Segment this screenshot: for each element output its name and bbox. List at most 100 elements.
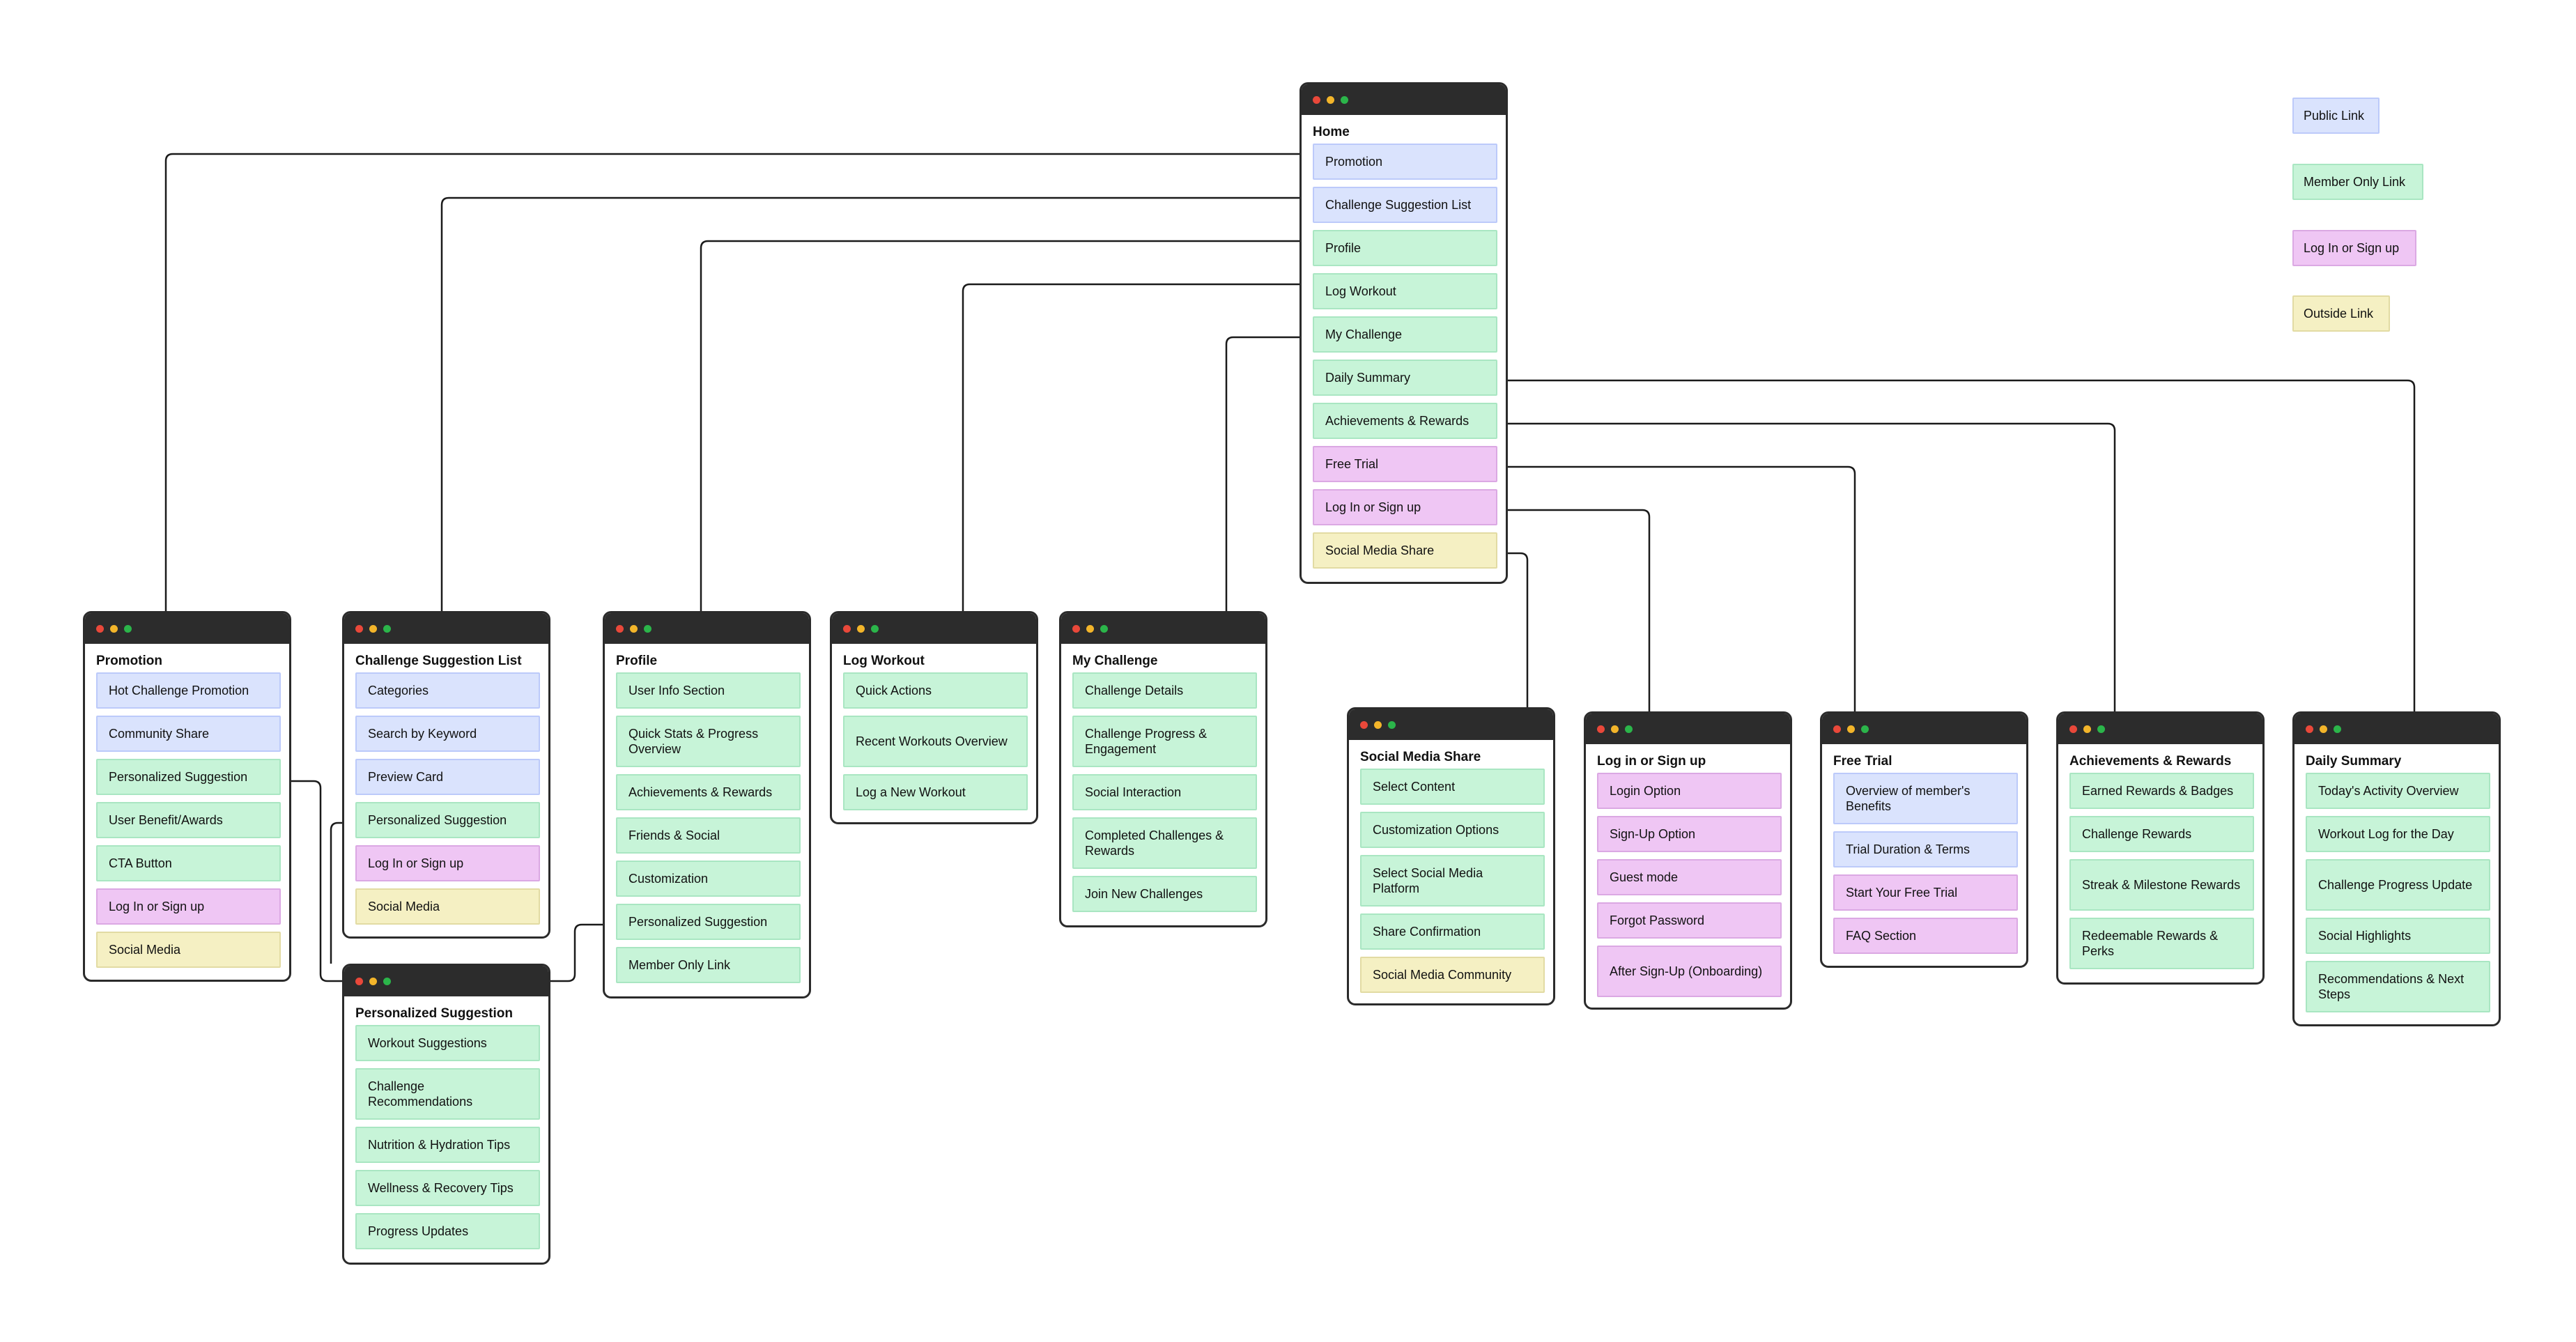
item-user-benefit-awards[interactable]: User Benefit/Awards [96, 802, 281, 838]
item-search-by-keyword[interactable]: Search by Keyword [355, 716, 540, 752]
item-faq-section[interactable]: FAQ Section [1833, 918, 2018, 954]
close-dot-icon [2306, 725, 2313, 733]
item-progress-updates[interactable]: Progress Updates [355, 1213, 540, 1249]
item-challenge-recommendations[interactable]: Challenge Recommendations [355, 1068, 540, 1120]
item-personalized-suggestion[interactable]: Personalized Suggestion [616, 904, 801, 940]
item-social-media-community[interactable]: Social Media Community [1360, 957, 1545, 993]
item-nutrition-and-hydration-tips[interactable]: Nutrition & Hydration Tips [355, 1127, 540, 1163]
item-today-s-activity-overview[interactable]: Today's Activity Overview [2306, 773, 2490, 809]
window-title: Free Trial [1833, 754, 1892, 769]
maximize-dot-icon [1861, 725, 1869, 733]
item-profile[interactable]: Profile [1313, 230, 1497, 266]
close-dot-icon [1313, 96, 1320, 104]
item-challenge-progress-and-engagement[interactable]: Challenge Progress & Engagement [1072, 716, 1257, 767]
item-guest-mode[interactable]: Guest mode [1597, 859, 1782, 895]
item-challenge-details[interactable]: Challenge Details [1072, 672, 1257, 709]
item-social-media[interactable]: Social Media [355, 888, 540, 925]
item-quick-actions[interactable]: Quick Actions [843, 672, 1028, 709]
item-earned-rewards-and-badges[interactable]: Earned Rewards & Badges [2069, 773, 2254, 809]
item-customization[interactable]: Customization [616, 861, 801, 897]
item-personalized-suggestion[interactable]: Personalized Suggestion [355, 802, 540, 838]
item-forgot-password[interactable]: Forgot Password [1597, 902, 1782, 939]
item-redeemable-rewards-and-perks[interactable]: Redeemable Rewards & Perks [2069, 918, 2254, 969]
item-log-in-or-sign-up[interactable]: Log In or Sign up [1313, 489, 1497, 525]
item-start-your-free-trial[interactable]: Start Your Free Trial [1833, 874, 2018, 911]
item-select-content[interactable]: Select Content [1360, 769, 1545, 805]
item-my-challenge[interactable]: My Challenge [1313, 316, 1497, 353]
maximize-dot-icon [2334, 725, 2341, 733]
close-dot-icon [1360, 721, 1368, 729]
window-titlebar [85, 613, 289, 644]
item-after-sign-up-onboarding[interactable]: After Sign-Up (Onboarding) [1597, 946, 1782, 997]
item-login-option[interactable]: Login Option [1597, 773, 1782, 809]
item-join-new-challenges[interactable]: Join New Challenges [1072, 876, 1257, 912]
item-achievements-and-rewards[interactable]: Achievements & Rewards [1313, 403, 1497, 439]
item-categories[interactable]: Categories [355, 672, 540, 709]
item-preview-card[interactable]: Preview Card [355, 759, 540, 795]
item-overview-of-member-s-benefits[interactable]: Overview of member's Benefits [1833, 773, 2018, 824]
item-social-interaction[interactable]: Social Interaction [1072, 774, 1257, 810]
item-achievements-and-rewards[interactable]: Achievements & Rewards [616, 774, 801, 810]
item-friends-and-social[interactable]: Friends & Social [616, 817, 801, 854]
maximize-dot-icon [383, 625, 391, 633]
close-dot-icon [355, 978, 363, 985]
item-trial-duration-and-terms[interactable]: Trial Duration & Terms [1833, 831, 2018, 867]
window-title: Challenge Suggestion List [355, 654, 522, 668]
item-hot-challenge-promotion[interactable]: Hot Challenge Promotion [96, 672, 281, 709]
item-social-media-share[interactable]: Social Media Share [1313, 532, 1497, 569]
item-quick-stats-and-progress-overview[interactable]: Quick Stats & Progress Overview [616, 716, 801, 767]
window-title: Promotion [96, 654, 162, 668]
item-log-in-or-sign-up[interactable]: Log In or Sign up [355, 845, 540, 881]
item-sign-up-option[interactable]: Sign-Up Option [1597, 816, 1782, 852]
item-recommendations-and-next-steps[interactable]: Recommendations & Next Steps [2306, 961, 2490, 1012]
legend-log-in-or-sign-up: Log In or Sign up [2292, 230, 2416, 266]
minimize-dot-icon [369, 978, 377, 985]
close-dot-icon [843, 625, 851, 633]
item-social-highlights[interactable]: Social Highlights [2306, 918, 2490, 954]
minimize-dot-icon [110, 625, 118, 633]
item-recent-workouts-overview[interactable]: Recent Workouts Overview [843, 716, 1028, 767]
item-log-in-or-sign-up[interactable]: Log In or Sign up [96, 888, 281, 925]
item-completed-challenges-and-rewards[interactable]: Completed Challenges & Rewards [1072, 817, 1257, 869]
item-cta-button[interactable]: CTA Button [96, 845, 281, 881]
item-personalized-suggestion[interactable]: Personalized Suggestion [96, 759, 281, 795]
minimize-dot-icon [2320, 725, 2327, 733]
minimize-dot-icon [1374, 721, 1382, 729]
window-titlebar [2295, 714, 2499, 744]
item-social-media[interactable]: Social Media [96, 932, 281, 968]
item-workout-suggestions[interactable]: Workout Suggestions [355, 1025, 540, 1061]
maximize-dot-icon [871, 625, 879, 633]
item-log-workout[interactable]: Log Workout [1313, 273, 1497, 309]
minimize-dot-icon [857, 625, 865, 633]
minimize-dot-icon [1847, 725, 1855, 733]
window-title: Social Media Share [1360, 750, 1481, 764]
item-promotion[interactable]: Promotion [1313, 144, 1497, 180]
item-log-a-new-workout[interactable]: Log a New Workout [843, 774, 1028, 810]
minimize-dot-icon [1086, 625, 1094, 633]
item-user-info-section[interactable]: User Info Section [616, 672, 801, 709]
item-customization-options[interactable]: Customization Options [1360, 812, 1545, 848]
item-challenge-rewards[interactable]: Challenge Rewards [2069, 816, 2254, 852]
window-titlebar [605, 613, 809, 644]
item-workout-log-for-the-day[interactable]: Workout Log for the Day [2306, 816, 2490, 852]
window-titlebar [1822, 714, 2026, 744]
item-wellness-and-recovery-tips[interactable]: Wellness & Recovery Tips [355, 1170, 540, 1206]
item-community-share[interactable]: Community Share [96, 716, 281, 752]
window-title: Profile [616, 654, 658, 668]
item-select-social-media-platform[interactable]: Select Social Media Platform [1360, 855, 1545, 907]
item-challenge-suggestion-list[interactable]: Challenge Suggestion List [1313, 187, 1497, 223]
item-free-trial[interactable]: Free Trial [1313, 446, 1497, 482]
maximize-dot-icon [644, 625, 651, 633]
item-daily-summary[interactable]: Daily Summary [1313, 360, 1497, 396]
item-streak-and-milestone-rewards[interactable]: Streak & Milestone Rewards [2069, 859, 2254, 911]
item-member-only-link[interactable]: Member Only Link [616, 947, 801, 983]
window-title: Daily Summary [2306, 754, 2402, 769]
window-titlebar [1061, 613, 1265, 644]
item-share-confirmation[interactable]: Share Confirmation [1360, 913, 1545, 950]
item-challenge-progress-update[interactable]: Challenge Progress Update [2306, 859, 2490, 911]
